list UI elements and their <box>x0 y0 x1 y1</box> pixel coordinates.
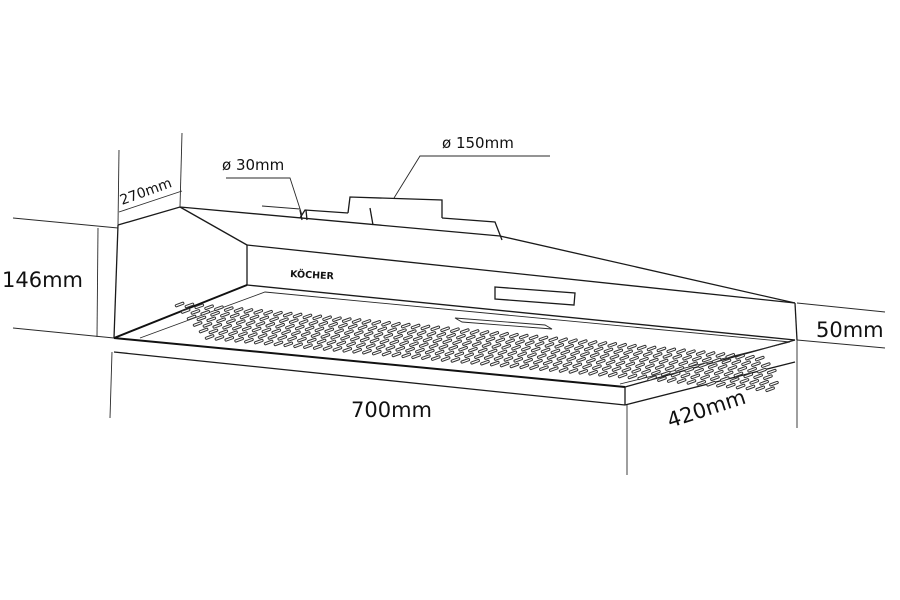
dim-main-duct-label: ø 150mm <box>442 134 514 152</box>
dim-small-duct-label: ø 30mm <box>222 156 284 174</box>
dimension-lines <box>12 132 886 475</box>
dim-depth-top-label: 270mm <box>118 175 174 209</box>
dim-height-label: 146mm <box>2 268 83 292</box>
grease-filter-grill <box>174 301 779 393</box>
light-strip <box>454 317 553 330</box>
brand-label: KÖCHER <box>290 269 335 282</box>
dim-width-label: 700mm <box>351 398 432 422</box>
duct-assembly <box>299 196 503 241</box>
control-panel <box>494 286 576 306</box>
dim-front-height-label: 50mm <box>816 318 884 342</box>
